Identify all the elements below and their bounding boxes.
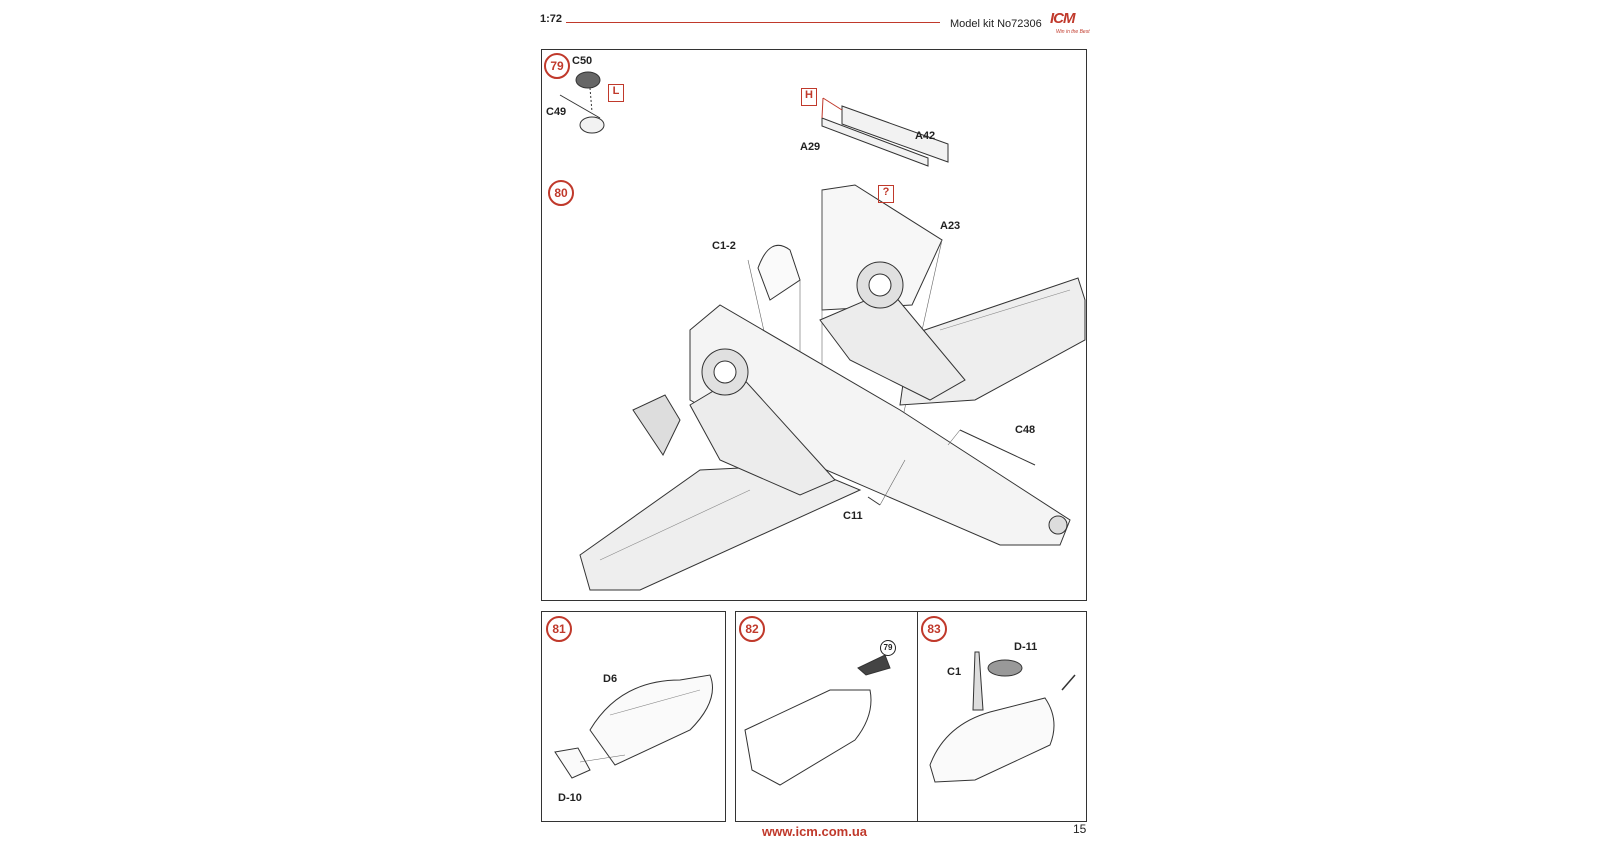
- marker-question: ?: [878, 185, 894, 203]
- part-label-d-10: D-10: [558, 792, 582, 804]
- step-79-reference: 79: [880, 640, 896, 656]
- step-83-number: 83: [921, 616, 947, 642]
- marker-h: H: [801, 88, 817, 106]
- part-label-c48: C48: [1015, 424, 1036, 436]
- part-a42-a29-drawing: [821, 97, 949, 167]
- step-80-number: 80: [548, 180, 574, 206]
- part-label-a29: A29: [800, 141, 821, 153]
- logo-tagline: Win in the Best: [1056, 29, 1090, 35]
- aircraft-drawing: [579, 261, 1086, 591]
- header-rule: [566, 22, 940, 23]
- part-label-a42: A42: [915, 130, 936, 142]
- part-label-c50: C50: [572, 55, 593, 67]
- footer-url[interactable]: www.icm.com.ua: [762, 824, 867, 839]
- part-label-d6: D6: [603, 673, 618, 685]
- canopy-frame-drawing: [744, 654, 891, 786]
- part-label-c1: C1: [947, 666, 962, 678]
- part-label-c11: C11: [843, 510, 863, 522]
- page-number: 15: [1073, 822, 1087, 836]
- part-label-c1-2: C1-2: [712, 240, 736, 252]
- part-label-a23: A23: [940, 220, 961, 232]
- scale-label: 1:72: [540, 13, 563, 25]
- part-label-c49: C49: [546, 106, 567, 118]
- canopy-d11-drawing: [929, 651, 1076, 783]
- icm-logo: ICM Win in the Best: [1050, 10, 1100, 42]
- step-82-number: 82: [739, 616, 765, 642]
- step-81-number: 81: [546, 616, 572, 642]
- marker-l: L: [608, 84, 624, 102]
- kit-number: Model kit No72306: [950, 18, 1042, 30]
- part-label-d-11: D-11: [1014, 641, 1038, 653]
- step-79-number: 79: [544, 53, 570, 79]
- logo-text: ICM: [1050, 10, 1075, 27]
- gun-assembly-drawing: [559, 71, 605, 134]
- canopy-d6-drawing: [554, 674, 713, 779]
